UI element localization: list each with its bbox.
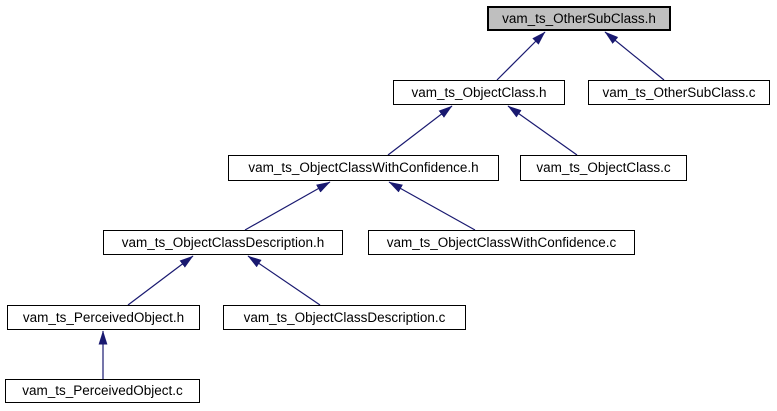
edge-other-subclass-c-to-other-subclass-h bbox=[604, 31, 665, 81]
graph-node-object-class-description-h[interactable]: vam_ts_ObjectClassDescription.h bbox=[103, 230, 343, 255]
edge-object-class-c-to-object-class-h bbox=[507, 105, 578, 156]
graph-node-object-class-c[interactable]: vam_ts_ObjectClass.c bbox=[520, 155, 687, 181]
edge-perceived-object-h-to-object-class-description-h bbox=[127, 255, 194, 306]
graph-node-other-subclass-c[interactable]: vam_ts_OtherSubClass.c bbox=[588, 80, 770, 105]
edge-object-class-description-h-to-object-class-with-confidence-h bbox=[244, 181, 331, 231]
edge-object-class-h-to-other-subclass-h bbox=[496, 31, 546, 81]
graph-node-object-class-with-confidence-c[interactable]: vam_ts_ObjectClassWithConfidence.c bbox=[368, 230, 635, 255]
edge-object-class-description-c-to-object-class-description-h bbox=[247, 255, 321, 306]
graph-node-object-class-with-confidence-h[interactable]: vam_ts_ObjectClassWithConfidence.h bbox=[228, 155, 499, 181]
edge-object-class-with-confidence-c-to-object-class-with-confidence-h bbox=[388, 181, 476, 231]
graph-node-perceived-object-h[interactable]: vam_ts_PerceivedObject.h bbox=[7, 305, 200, 330]
edge-object-class-with-confidence-h-to-object-class-h bbox=[387, 105, 453, 156]
graph-node-object-class-description-c[interactable]: vam_ts_ObjectClassDescription.c bbox=[223, 305, 466, 330]
graph-node-object-class-h[interactable]: vam_ts_ObjectClass.h bbox=[393, 80, 565, 105]
graph-node-perceived-object-c[interactable]: vam_ts_PerceivedObject.c bbox=[5, 379, 200, 403]
graph-node-other-subclass-h[interactable]: vam_ts_OtherSubClass.h bbox=[487, 6, 671, 31]
